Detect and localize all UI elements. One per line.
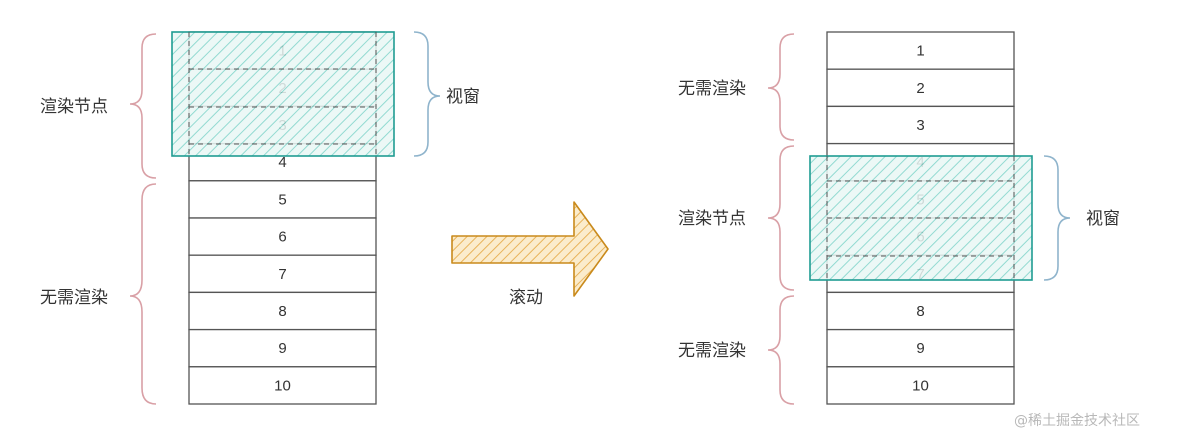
right-bottom-norender-label: 无需渲染 — [678, 341, 746, 361]
right-viewport-overlay — [809, 155, 1033, 281]
left-norender-brace — [129, 183, 157, 405]
list-item-label: 3 — [916, 117, 924, 134]
list-item-label: 10 — [912, 377, 929, 394]
scroll-label: 滚动 — [509, 288, 543, 308]
right-bottom-norender-brace — [767, 295, 795, 405]
list-item-label: 9 — [278, 340, 286, 357]
list-item-box — [826, 328, 1015, 368]
list-item-box — [188, 366, 377, 405]
right-render-brace — [767, 145, 795, 291]
left-render-label: 渲染节点 — [40, 97, 108, 117]
list-item-label: 1 — [916, 43, 924, 60]
list-item-label: 4 — [278, 154, 286, 171]
left-viewport-brace — [413, 31, 441, 157]
list-item-box — [826, 291, 1015, 331]
left-panel: 12345678910 渲染节点 无需渲染 视窗 — [40, 31, 480, 405]
list-item-box — [826, 105, 1015, 145]
list-item-label: 8 — [916, 303, 924, 320]
left-norender-label: 无需渲染 — [40, 288, 108, 308]
scroll-arrow: 滚动 — [451, 201, 609, 308]
right-viewport-brace — [1043, 155, 1071, 281]
left-viewport-box — [171, 31, 395, 157]
list-item-label: 2 — [916, 80, 924, 97]
left-render-brace — [129, 33, 157, 179]
list-item-box — [826, 366, 1015, 405]
list-item-label: 6 — [278, 229, 286, 246]
list-item-label: 8 — [278, 303, 286, 320]
list-item-label: 10 — [274, 377, 291, 394]
right-top-norender-label: 无需渲染 — [678, 79, 746, 99]
list-item-box — [826, 31, 1015, 70]
list-item-label: 5 — [278, 191, 286, 208]
list-item-box — [188, 291, 377, 331]
right-top-norender-brace — [767, 33, 795, 141]
watermark: @稀土掘金技术社区 — [1014, 413, 1140, 429]
list-item-box — [188, 254, 377, 294]
right-viewport-label: 视窗 — [1086, 209, 1120, 229]
list-item-box — [188, 328, 377, 368]
right-render-label: 渲染节点 — [678, 209, 746, 229]
left-viewport-overlay — [171, 31, 395, 157]
list-item-box — [826, 68, 1015, 108]
left-viewport-label: 视窗 — [446, 87, 480, 107]
list-item-box — [188, 217, 377, 256]
right-panel: 12345678910 无需渲染 渲染节点 无需渲染 视窗 — [678, 31, 1120, 405]
list-item-label: 9 — [916, 340, 924, 357]
list-item-label: 7 — [278, 266, 286, 283]
arrow-right-icon — [451, 201, 609, 297]
